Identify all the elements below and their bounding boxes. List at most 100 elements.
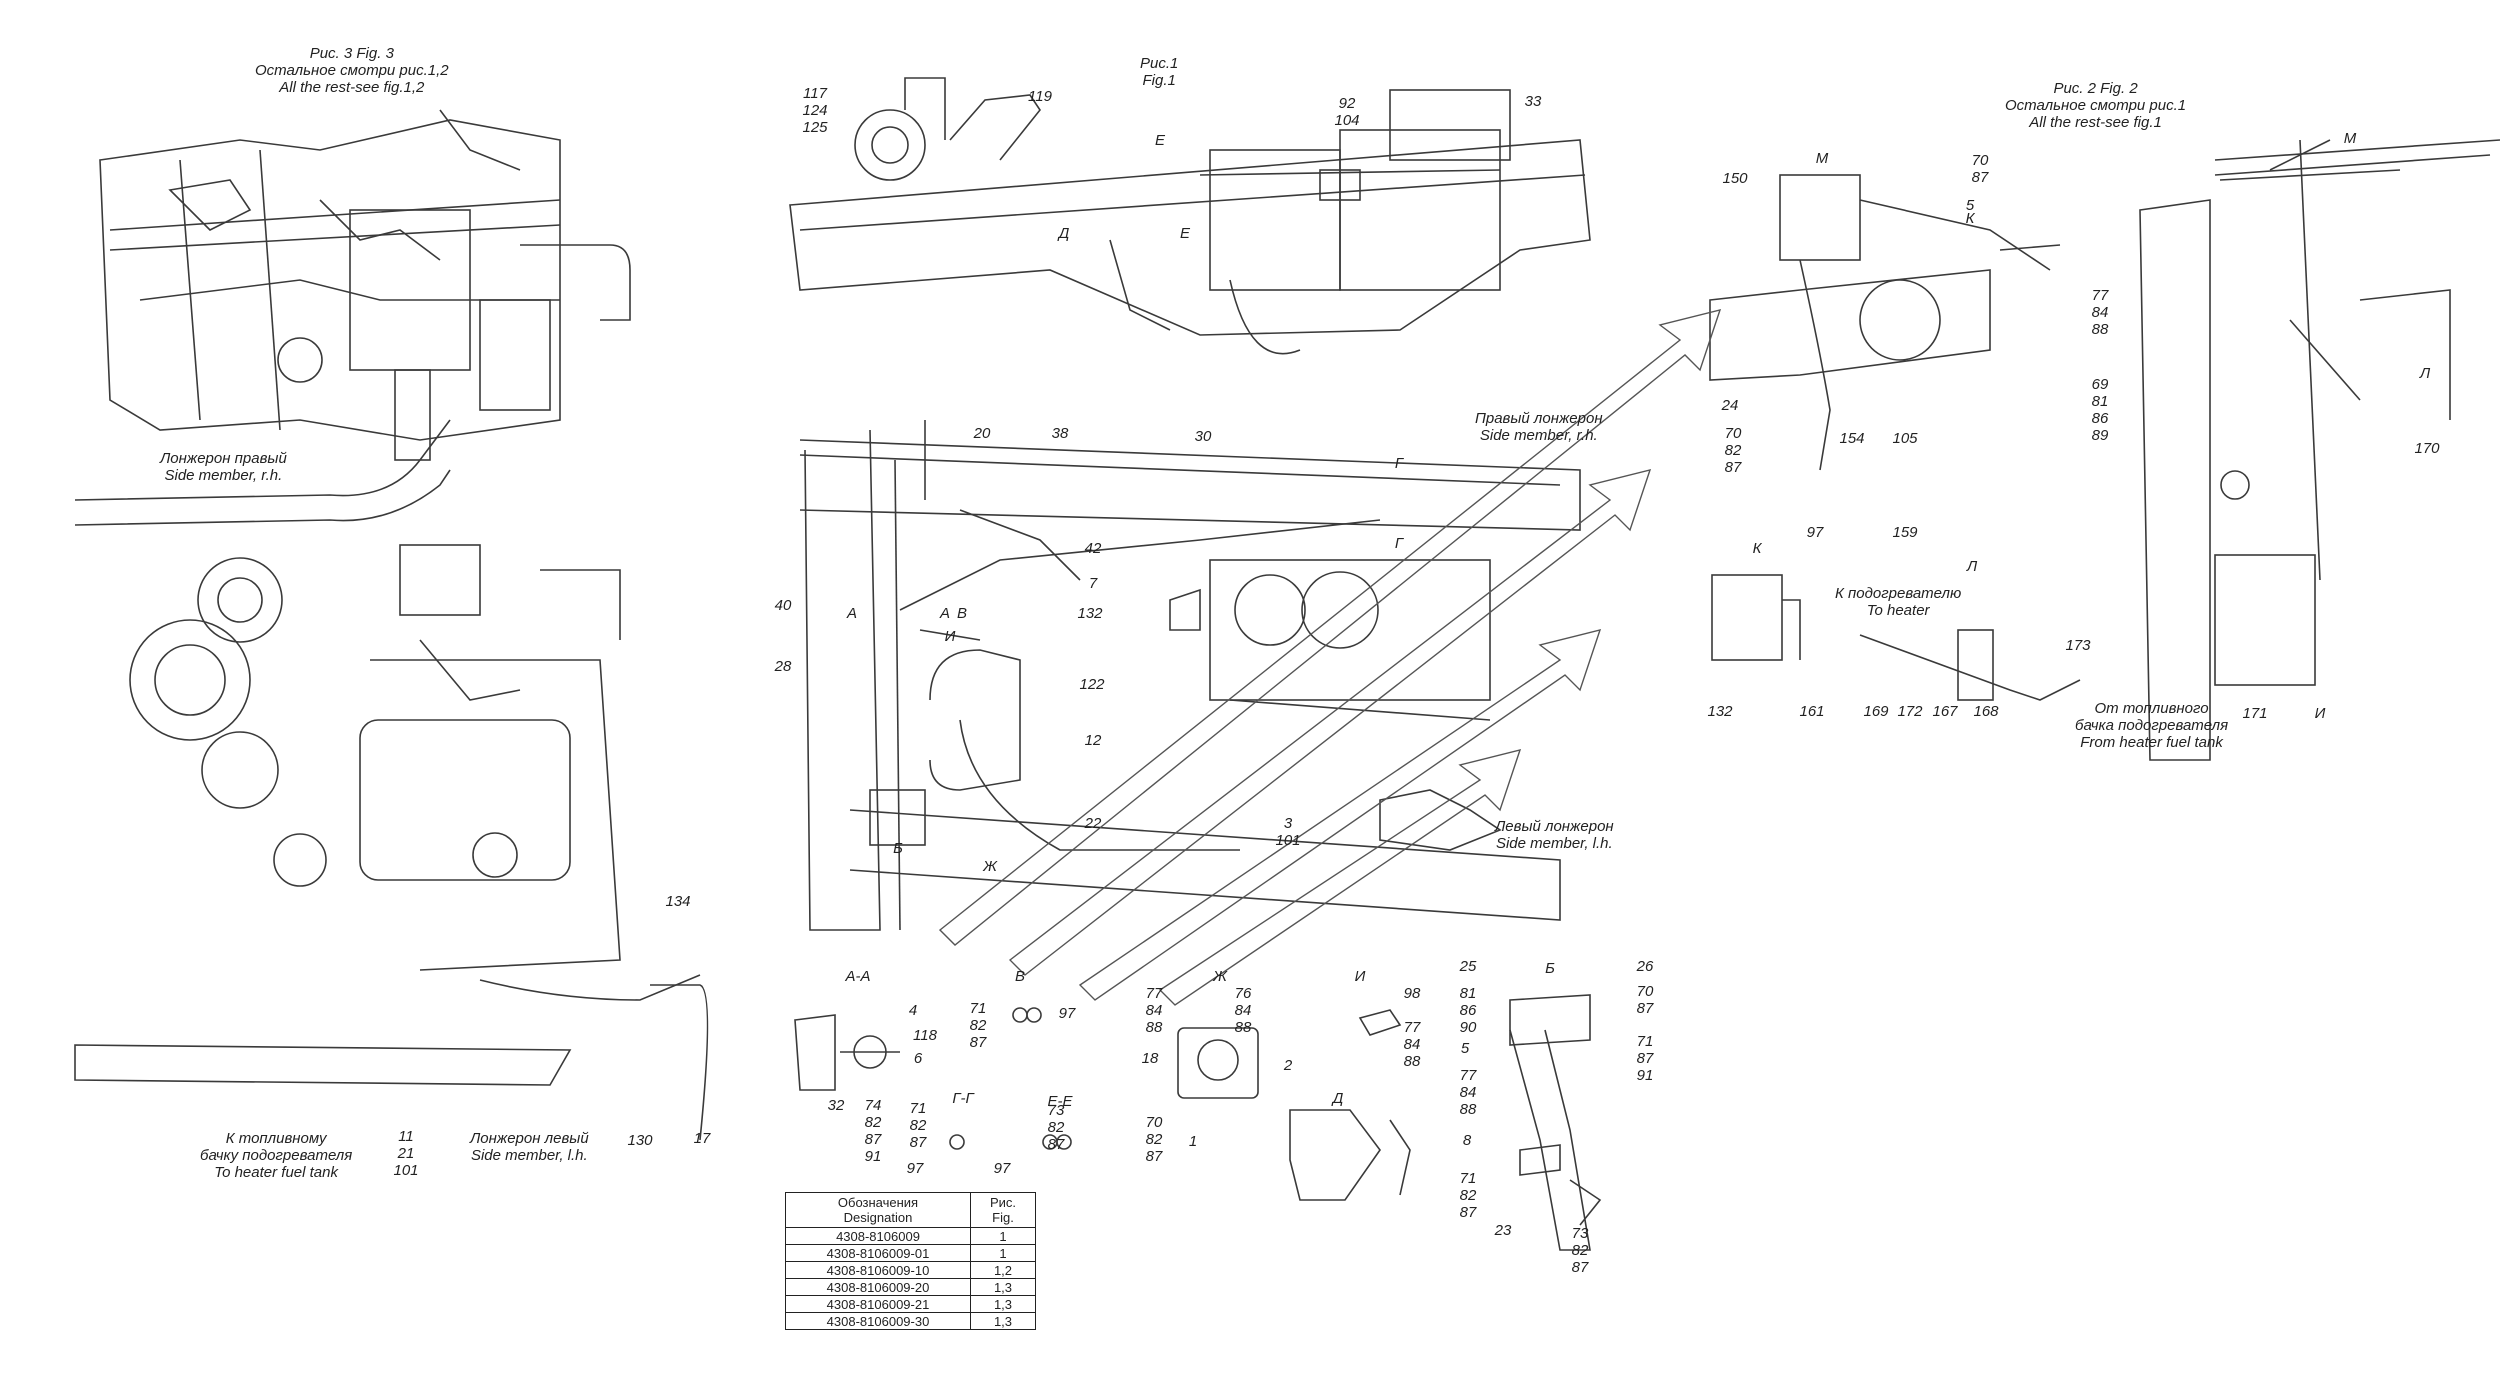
view-label: Г — [1394, 535, 1404, 552]
table-header-fig: Рис. Fig. — [970, 1192, 1036, 1228]
callout: 119 — [1028, 88, 1052, 105]
callout: 134 — [665, 893, 691, 910]
callout: 117 124 125 — [802, 85, 828, 136]
callout: 159 — [1892, 524, 1918, 541]
callout: 71 82 87 — [969, 1000, 987, 1051]
callout: 33 — [1524, 93, 1542, 110]
callout: 2 — [1283, 1057, 1293, 1074]
callout: 76 84 88 — [1234, 985, 1252, 1036]
table-cell-fig: 1 — [970, 1227, 1036, 1245]
to-fuel-tank-label: К топливному бачку подогревателя To heat… — [200, 1130, 353, 1181]
callout: 98 — [1403, 985, 1421, 1002]
designation-table: Обозначения Designation Рис. Fig. 4308-8… — [785, 1192, 1036, 1330]
table-cell-fig: 1,3 — [970, 1278, 1036, 1296]
view-label: К — [1965, 210, 1975, 227]
callout: 118 — [913, 1027, 937, 1044]
fig3-title: Рис. 3 Fig. 3 Остальное смотри рис.1,2 A… — [255, 45, 449, 96]
view-label: А — [939, 605, 951, 622]
view-label: В — [1014, 968, 1026, 985]
view-label: И — [2314, 705, 2326, 722]
bottom-left-engine-view — [74, 419, 709, 1141]
view-label: И — [944, 628, 956, 645]
view-label: Д — [1058, 225, 1070, 242]
callout: 154 — [1839, 430, 1865, 447]
callout: 26 — [1636, 958, 1654, 975]
callout: 122 — [1079, 676, 1105, 693]
callout: 169 — [1863, 703, 1889, 720]
view-label: Г-Г — [952, 1090, 974, 1107]
callout: 3 101 — [1275, 815, 1301, 849]
table-cell-fig: 1,2 — [970, 1261, 1036, 1279]
table-header-row: Обозначения Designation Рис. Fig. — [785, 1192, 1036, 1228]
callout: 167 — [1932, 703, 1958, 720]
callout: 20 — [973, 425, 991, 442]
callout: 4 — [908, 1002, 918, 1019]
from-fuel-tank-label: От топливного бачка подогревателя From h… — [2075, 700, 2229, 751]
fig3-engine-view — [99, 109, 631, 461]
table-cell-designation: 4308-8106009-21 — [785, 1295, 971, 1313]
callout: 161 — [1799, 703, 1825, 720]
fig2-heater-view — [1709, 139, 2500, 761]
direction-arrows — [938, 309, 1722, 1006]
callout: 70 82 87 — [1145, 1114, 1163, 1165]
view-label: Б — [893, 840, 903, 857]
callout: 92 104 — [1334, 95, 1360, 129]
fig1-chassis-view — [789, 77, 1591, 355]
callout: 77 84 88 — [1145, 985, 1163, 1036]
callout: 6 — [913, 1050, 923, 1067]
view-label: К — [1752, 540, 1762, 557]
view-label: А — [846, 605, 858, 622]
callout: 71 87 91 — [1636, 1033, 1654, 1084]
callout: 42 — [1084, 540, 1102, 557]
callout: 70 87 — [1971, 152, 1989, 186]
table-cell-fig: 1,3 — [970, 1312, 1036, 1330]
section-views — [794, 994, 1602, 1251]
view-label: А-А — [845, 968, 871, 985]
callout: 74 82 87 91 — [864, 1097, 882, 1165]
callout: 97 — [906, 1160, 924, 1177]
view-label: В — [956, 605, 968, 622]
callout: 130 — [627, 1132, 653, 1149]
view-label: Е-Е — [1047, 1093, 1073, 1110]
callout: 132 — [1707, 703, 1733, 720]
callout: 71 82 87 — [909, 1100, 927, 1151]
callout: 40 — [774, 597, 792, 614]
table-cell-designation: 4308-8106009-20 — [785, 1278, 971, 1296]
table-cell-designation: 4308-8106009-01 — [785, 1244, 971, 1262]
callout: 25 — [1459, 958, 1477, 975]
view-label: Б — [1545, 960, 1555, 977]
callout: 70 82 87 — [1724, 425, 1742, 476]
view-label: Л — [1966, 558, 1978, 575]
view-label: Ж — [983, 858, 997, 875]
table-cell-designation: 4308-8106009-10 — [785, 1261, 971, 1279]
callout: 17 — [693, 1130, 711, 1147]
view-label: Ж — [1213, 968, 1227, 985]
callout: 172 — [1897, 703, 1923, 720]
callout: 81 86 90 — [1459, 985, 1477, 1036]
table-cell-designation: 4308-8106009-30 — [785, 1312, 971, 1330]
callout: 7 — [1088, 575, 1098, 592]
fig1-title: Рис.1 Fig.1 — [1140, 55, 1179, 89]
callout: 5 — [1460, 1040, 1470, 1057]
callout: 77 84 88 — [2091, 287, 2109, 338]
view-label: Д — [1332, 1090, 1344, 1107]
k-l-detail-views — [1711, 574, 2081, 701]
callout: 150 — [1722, 170, 1748, 187]
callout: 70 87 — [1636, 983, 1654, 1017]
center-chassis-view — [799, 420, 1581, 931]
callout: 5 — [1965, 197, 1975, 214]
callout: 22 — [1084, 815, 1102, 832]
callout: 73 82 87 — [1571, 1225, 1589, 1276]
callout: 1 — [1188, 1133, 1198, 1150]
table-cell-designation: 4308-8106009 — [785, 1227, 971, 1245]
table-cell-fig: 1 — [970, 1244, 1036, 1262]
callout: 8 — [1462, 1132, 1472, 1149]
view-label: Е — [1179, 225, 1191, 242]
callout: 73 82 87 — [1047, 1102, 1065, 1153]
